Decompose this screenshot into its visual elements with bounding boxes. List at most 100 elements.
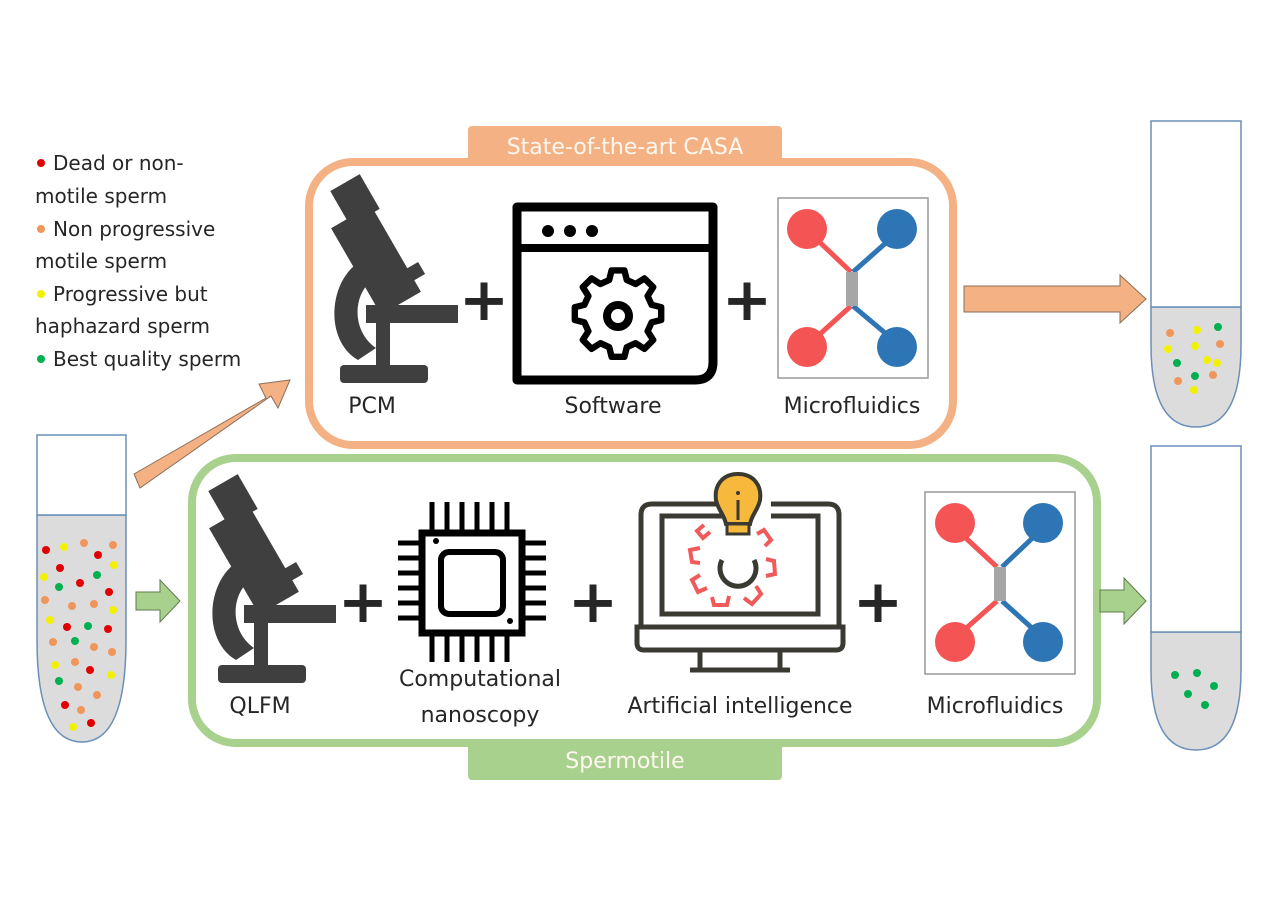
sperm-dot-green	[1193, 669, 1201, 677]
sperm-dot-green	[55, 677, 63, 685]
software-gear-icon	[512, 202, 718, 385]
spermotile-label-ai: Artificial intelligence	[627, 694, 852, 719]
legend-item-dead-line2: motile sperm	[35, 184, 167, 208]
casa-label-software: Software	[565, 394, 662, 419]
sperm-dot-yellow	[1190, 386, 1198, 394]
sperm-dot-orange	[90, 600, 98, 608]
tube-top	[36, 434, 127, 516]
plus-sign: +	[853, 567, 903, 637]
processor-chip-icon	[398, 502, 546, 662]
legend-dot-progressive	[37, 290, 45, 298]
sperm-dot-yellow	[110, 561, 118, 569]
legend-dot-best	[37, 355, 45, 363]
tube-input	[36, 434, 127, 743]
sperm-dot-green	[1210, 682, 1218, 690]
plus-sign: +	[722, 265, 772, 335]
legend-dot-dead	[37, 159, 45, 167]
sperm-dot-red	[56, 564, 64, 572]
legend-item-dead-line1: Dead or non-	[53, 151, 184, 175]
sperm-dot-orange	[49, 638, 57, 646]
sperm-dot-green	[1173, 359, 1181, 367]
sperm-dot-red	[76, 579, 84, 587]
legend-item-nonprogressive-line2: motile sperm	[35, 249, 167, 273]
casa-title-tab	[468, 126, 782, 166]
sperm-dot-yellow	[1164, 345, 1172, 353]
sperm-dot-orange	[80, 539, 88, 547]
sperm-dot-red	[104, 625, 112, 633]
casa-label-microfluidics: Microfluidics	[784, 394, 921, 419]
sperm-dot-green	[93, 571, 101, 579]
sperm-dot-red	[63, 623, 71, 631]
sperm-dot-orange	[90, 643, 98, 651]
microfluidics-chip-icon	[924, 491, 1076, 675]
plus-sign: +	[459, 265, 509, 335]
arrow-casa-output	[963, 273, 1147, 325]
legend-item-progressive-line1: Progressive but	[53, 282, 208, 306]
spermotile-label-microfluidics: Microfluidics	[927, 694, 1064, 719]
legend: Dead or non- motile sperm Non progressiv…	[35, 151, 241, 371]
sperm-dot-yellow	[1203, 356, 1211, 364]
sperm-dot-green	[1184, 690, 1192, 698]
legend-dot-nonprogressive	[37, 225, 45, 233]
spermotile-title: Spermotile	[565, 749, 684, 774]
sperm-dot-orange	[71, 658, 79, 666]
sperm-dot-orange	[74, 683, 82, 691]
sperm-dot-yellow	[60, 543, 68, 551]
sperm-dot-orange	[109, 541, 117, 549]
spermotile-panel: Spermotile QLFM +	[188, 454, 1101, 780]
spermotile-label-computational-line1: Computational	[399, 667, 561, 692]
sperm-dot-yellow	[1191, 342, 1199, 350]
sperm-dot-orange	[1166, 329, 1174, 337]
sperm-dot-green	[1171, 671, 1179, 679]
tube-spermotile-output	[1150, 445, 1242, 751]
sperm-dot-yellow	[109, 606, 117, 614]
sperm-dot-green	[1201, 701, 1209, 709]
sperm-dot-green	[55, 583, 63, 591]
sperm-dot-orange	[77, 706, 85, 714]
tube-liquid	[1150, 306, 1242, 428]
sperm-dot-red	[61, 701, 69, 709]
spermotile-label-computational-line2: nanoscopy	[421, 703, 540, 728]
sperm-dot-yellow	[69, 723, 77, 731]
casa-title: State-of-the-art CASA	[507, 135, 744, 160]
casa-panel: State-of-the-art CASA PCM +	[305, 126, 957, 449]
sperm-dot-red	[42, 546, 50, 554]
sperm-dot-green	[84, 622, 92, 630]
ai-monitor-lightbulb-icon	[634, 471, 846, 673]
plus-sign: +	[568, 567, 618, 637]
casa-label-pcm: PCM	[348, 394, 396, 419]
spermotile-box	[188, 454, 1101, 747]
legend-item-nonprogressive-line1: Non progressive	[53, 217, 215, 241]
sperm-dot-orange	[41, 596, 49, 604]
sperm-dot-green	[71, 637, 79, 645]
tube-casa-output	[1150, 120, 1242, 428]
spermotile-title-tab	[468, 740, 782, 780]
sperm-dot-green	[1191, 372, 1199, 380]
legend-item-progressive-line2: haphazard sperm	[35, 314, 210, 338]
plus-sign: +	[338, 567, 388, 637]
sperm-dot-yellow	[1213, 359, 1221, 367]
sperm-dot-orange	[93, 691, 101, 699]
sperm-dot-red	[94, 551, 102, 559]
sperm-dots	[1164, 323, 1224, 394]
sperm-dot-orange	[68, 602, 76, 610]
tube-top	[1150, 445, 1242, 633]
arrow-to-spermotile	[135, 578, 181, 624]
sperm-dot-orange	[1209, 371, 1217, 379]
sperm-dot-red	[87, 719, 95, 727]
microscope-icon	[208, 474, 336, 683]
sperm-dot-yellow	[40, 573, 48, 581]
arrow-to-casa	[133, 379, 291, 489]
sperm-dot-yellow	[51, 661, 59, 669]
sperm-dot-yellow	[46, 616, 54, 624]
sperm-dot-green	[1214, 323, 1222, 331]
sperm-dot-red	[105, 588, 113, 596]
sperm-dots	[1171, 669, 1218, 709]
sperm-dots	[40, 539, 118, 731]
microfluidics-chip-icon	[777, 197, 929, 379]
sperm-dot-orange	[1216, 340, 1224, 348]
sperm-dot-yellow	[1193, 326, 1201, 334]
tube-top	[1150, 120, 1242, 308]
spermotile-label-qlfm: QLFM	[229, 694, 290, 719]
